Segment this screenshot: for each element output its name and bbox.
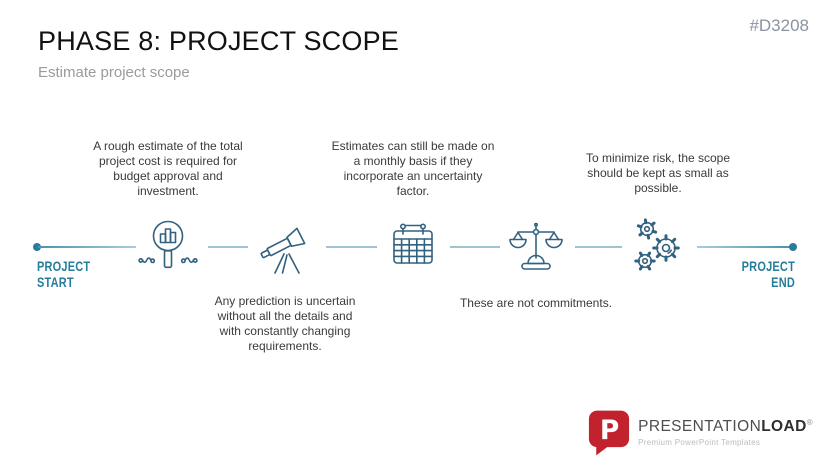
brand-name: PRESENTATIONLOAD® [638, 418, 813, 436]
timeline-step-2 [253, 215, 317, 279]
timeline-start-dot [33, 243, 41, 251]
calendar-icon [393, 223, 433, 264]
step-caption-2: Any prediction is uncertain without all … [214, 294, 356, 353]
chart-magnifier-icon [138, 220, 198, 269]
step-caption-3: Estimates can still be made on a monthly… [331, 139, 495, 198]
logo-letter: P [600, 415, 619, 446]
timeline-end-dot [789, 243, 797, 251]
timeline-segment-end [697, 246, 791, 248]
brand-name-bold: LOAD [761, 418, 807, 436]
page-subtitle: Estimate project scope [38, 64, 190, 81]
timeline-segment [208, 246, 248, 248]
timeline-segment-start [38, 246, 136, 248]
timeline-step-1 [136, 215, 200, 279]
timeline-step-3 [381, 215, 445, 279]
registered-mark: ® [806, 418, 813, 428]
step-caption-4: These are not commitments. [459, 296, 613, 310]
step-caption-5: To minimize risk, the scope should be ke… [585, 151, 731, 195]
project-end-label: PROJECT END [741, 260, 795, 291]
brand-logo: P PRESENTATIONLOAD® Premium PowerPoint T… [588, 409, 813, 456]
brand-text: PRESENTATIONLOAD® Premium PowerPoint Tem… [638, 418, 813, 446]
scales-icon [509, 222, 563, 270]
presentationload-logo-icon: P [589, 410, 630, 456]
timeline-segment [575, 246, 622, 248]
brand-name-regular: PRESENTATION [638, 418, 762, 436]
page-title: PHASE 8: PROJECT SCOPE [38, 26, 400, 56]
telescope-icon [260, 227, 306, 274]
timeline-step-4 [504, 215, 568, 279]
project-start-label: PROJECT START [37, 260, 91, 291]
timeline-segment [326, 246, 377, 248]
slide-code: #D3208 [749, 16, 809, 35]
timeline-step-5 [626, 215, 690, 279]
step-caption-1: A rough estimate of the total project co… [93, 139, 243, 198]
timeline-segment [450, 246, 500, 248]
brand-tagline: Premium PowerPoint Templates [638, 437, 761, 447]
gears-icon [634, 218, 680, 271]
